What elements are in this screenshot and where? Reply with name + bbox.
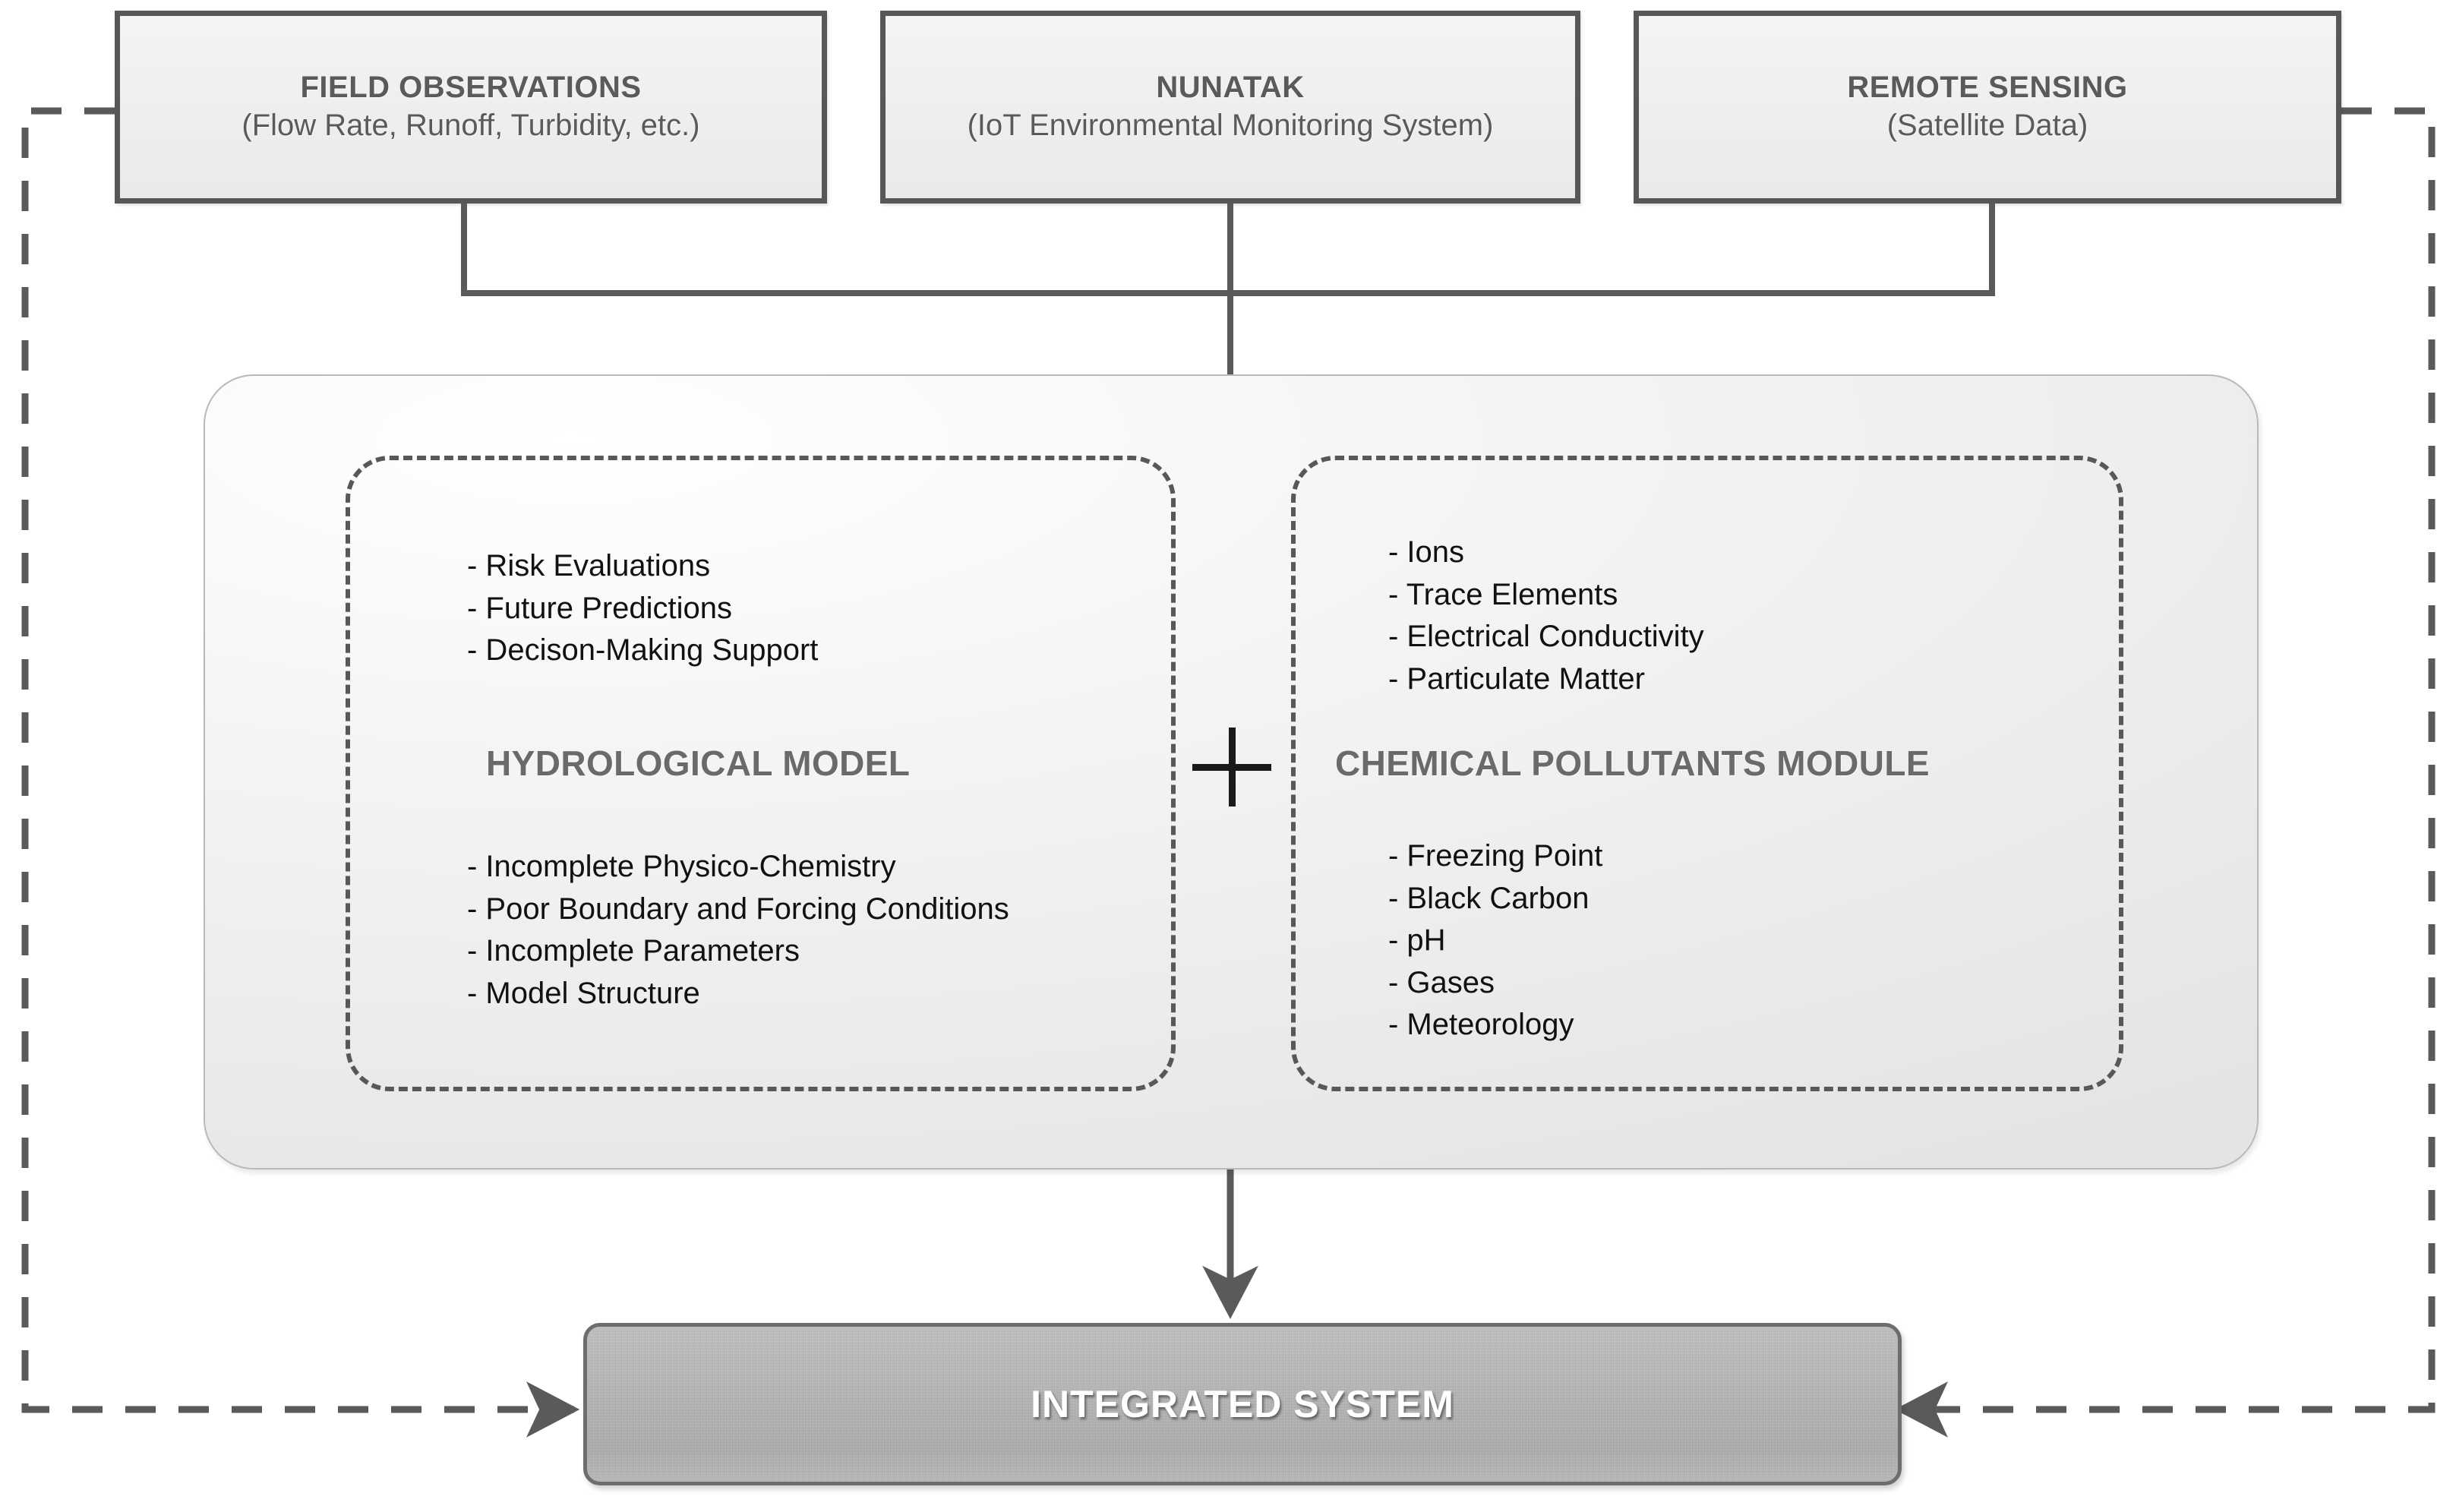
list-item: - Poor Boundary and Forcing Conditions [467,892,1009,926]
connector-stub-right [1989,204,1995,296]
connector-stub-left [461,204,467,296]
list-item: - Freezing Point [1388,839,1603,873]
source-subtitle: (IoT Environmental Monitoring System) [967,108,1494,142]
module-title-hydrological-model: HYDROLOGICAL MODEL [486,743,911,783]
list-item: - Incomplete Parameters [467,934,800,968]
list-item: - Incomplete Physico-Chemistry [467,850,896,883]
module-box-chemical-pollutants[interactable] [1291,456,2123,1091]
integrated-system-box[interactable]: INTEGRATED SYSTEM [583,1323,1902,1485]
source-subtitle: (Satellite Data) [1886,108,2088,142]
list-item: - Model Structure [467,976,700,1010]
chemical-inputs-top-list: - Ions - Trace Elements - Electrical Con… [1388,532,1704,700]
list-item: - Particulate Matter [1388,661,1645,696]
hydrological-limitations-list: - Incomplete Physico-Chemistry - Poor Bo… [467,846,1009,1015]
source-box-remote-sensing[interactable]: REMOTE SENSING (Satellite Data) [1634,11,2341,204]
list-item: - Future Predictions [467,591,733,625]
list-item: - Electrical Conductivity [1388,620,1704,654]
list-item: - Decison-Making Support [467,633,819,668]
source-title: FIELD OBSERVATIONS [300,71,642,104]
source-box-field-observations[interactable]: FIELD OBSERVATIONS (Flow Rate, Runoff, T… [115,11,827,204]
chemical-inputs-bottom-list: - Freezing Point - Black Carbon - pH - G… [1388,835,1602,1046]
source-title: REMOTE SENSING [1847,71,2128,104]
source-subtitle: (Flow Rate, Runoff, Turbidity, etc.) [242,108,700,142]
list-item: - Black Carbon [1388,881,1590,915]
list-item: - Ions [1388,535,1465,569]
module-box-hydrological-model[interactable] [346,456,1176,1091]
list-item: - Gases [1388,965,1495,999]
source-box-nunatak[interactable]: NUNATAK (IoT Environmental Monitoring Sy… [880,11,1580,204]
feedback-path-left [21,107,580,1438]
source-title: NUNATAK [1156,71,1305,104]
list-item: - pH [1388,923,1446,958]
feedback-path-right [1894,107,2436,1438]
list-item: - Meteorology [1388,1008,1574,1042]
plus-operator-icon [1192,728,1271,807]
connector-bus-horizontal [461,290,1995,296]
list-item: - Trace Elements [1388,577,1618,611]
hydrological-outputs-list: - Risk Evaluations - Future Predictions … [467,545,818,672]
list-item: - Risk Evaluations [467,549,711,582]
module-title-chemical-pollutants: CHEMICAL POLLUTANTS MODULE [1335,743,1930,783]
integrated-system-label: INTEGRATED SYSTEM [1031,1383,1454,1425]
